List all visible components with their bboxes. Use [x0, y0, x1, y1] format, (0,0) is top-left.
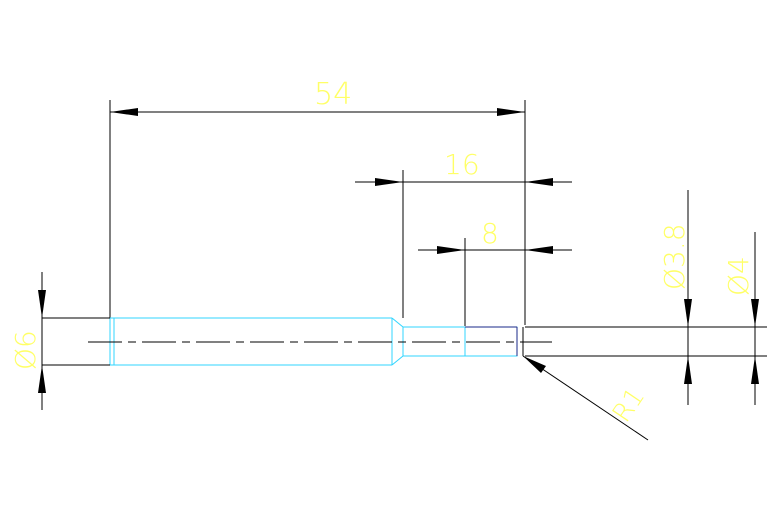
dimension-16: 16	[355, 148, 572, 318]
dimension-diameter-3-8-label: Ø3.8	[658, 223, 691, 290]
dimension-radius-1-label: R1	[607, 382, 651, 427]
dimension-radius-1: R1	[522, 355, 651, 441]
dimension-diameter-3-8: Ø3.8	[525, 190, 700, 405]
dimension-54-label: 54	[314, 77, 352, 112]
dimension-8: 8	[418, 217, 572, 326]
dimension-54: 54	[109, 77, 526, 325]
dimension-8-label: 8	[481, 217, 499, 250]
dimension-16-label: 16	[444, 148, 480, 181]
dimension-diameter-6-label: Ø6	[9, 330, 42, 370]
dimension-diameter-4-label: Ø4	[722, 256, 755, 296]
dimension-diameter-4: Ø4	[700, 232, 767, 405]
dimension-diameter-6: Ø6	[9, 272, 110, 410]
